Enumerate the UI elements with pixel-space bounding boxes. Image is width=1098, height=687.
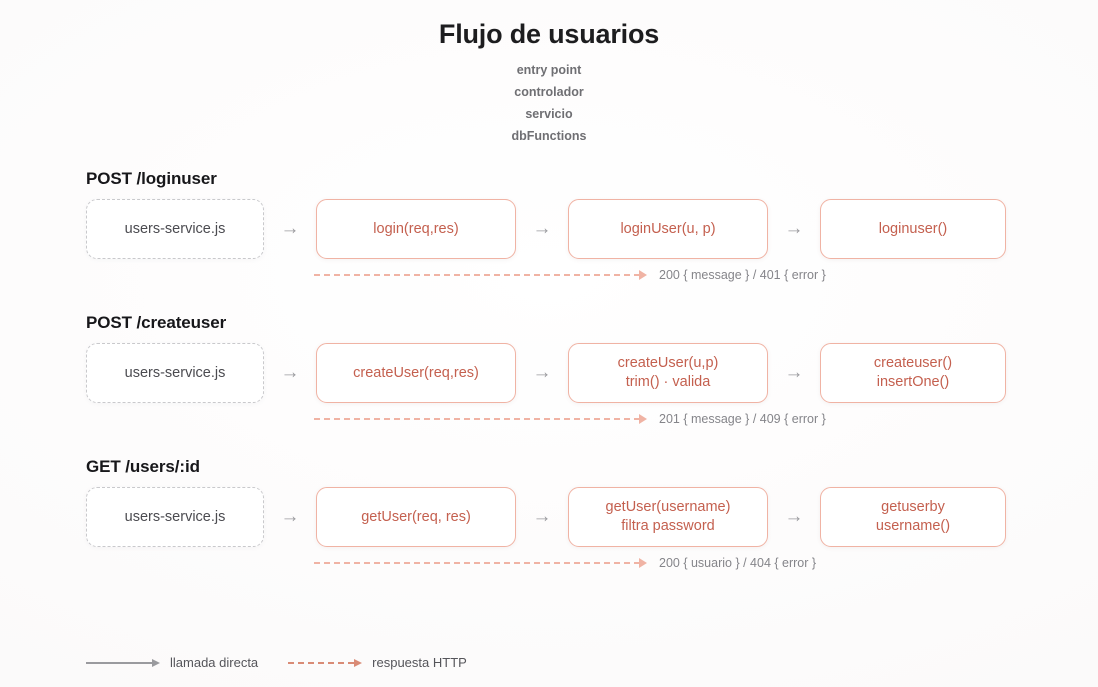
response-arrow-group: 200 { message } / 401 { error } <box>86 268 1098 282</box>
flow-heading: POST /loginuser <box>86 168 217 188</box>
legend-label: respuesta HTTP <box>372 655 467 670</box>
dashed-arrow-icon <box>288 658 363 668</box>
node-service[interactable]: loginUser(u, p) <box>568 198 768 259</box>
node-controller[interactable]: getUser(req, res) <box>316 486 516 547</box>
arrowhead <box>354 658 363 667</box>
node-sublabel: username() <box>875 517 951 534</box>
node-sublabel: filtra password <box>621 517 715 534</box>
node-label: users-service.js <box>124 508 226 525</box>
arrow-right-icon: → <box>532 218 552 240</box>
arrow-right-icon: → <box>784 218 804 240</box>
layer-legend: entry point controlador servicio dbFunct… <box>0 62 1098 145</box>
flow-nodes: users-service.js → getUser(req, res) → g… <box>86 486 1098 547</box>
response-dashed-arrow-icon <box>314 557 647 568</box>
dash-segment <box>314 561 640 564</box>
node-controller[interactable]: createUser(req,res) <box>316 342 516 403</box>
flow-heading: POST /createuser <box>86 312 227 332</box>
arrowhead <box>152 658 160 667</box>
arrow-right-icon: → <box>784 362 804 384</box>
response-label: 200 { message } / 401 { error } <box>659 267 826 282</box>
diagram-legend: llamada directa respuesta HTTP <box>86 655 467 670</box>
dash-segment <box>314 417 640 420</box>
arrow-right-icon: → <box>532 506 552 528</box>
response-arrow-group: 200 { usuario } / 404 { error } <box>86 556 1098 570</box>
legend-item-http-response: respuesta HTTP <box>288 655 467 670</box>
node-controller[interactable]: login(req,res) <box>316 198 516 259</box>
node-label: loginuser() <box>878 220 948 237</box>
flow-row: GET /users/:id users-service.js → getUse… <box>86 457 1098 570</box>
response-label: 201 { message } / 409 { error } <box>659 411 826 426</box>
response-label: 200 { usuario } / 404 { error } <box>659 555 817 570</box>
node-label: users-service.js <box>124 220 226 237</box>
arrow-right-icon: → <box>280 218 300 240</box>
layer-label-servicio: servicio <box>525 107 573 122</box>
node-label: createUser(req,res) <box>353 364 479 381</box>
node-entry-point[interactable]: users-service.js <box>86 198 264 259</box>
diagram-header: Flujo de usuarios entry point controlado… <box>0 0 1098 145</box>
node-dbfunction[interactable]: createuser() insertOne() <box>820 342 1006 403</box>
node-entry-point[interactable]: users-service.js <box>86 342 264 403</box>
node-dbfunction[interactable]: getuserby username() <box>820 486 1006 547</box>
flow-nodes: users-service.js → login(req,res) → logi… <box>86 198 1098 259</box>
node-sublabel: insertOne() <box>876 373 950 390</box>
node-service[interactable]: createUser(u,p) trim() · valida <box>568 342 768 403</box>
solid-arrow-icon <box>86 658 160 668</box>
flow-row: POST /loginuser users-service.js → login… <box>86 169 1098 282</box>
response-dashed-arrow-icon <box>314 269 647 280</box>
arrowhead <box>639 269 647 280</box>
flow-list: POST /loginuser users-service.js → login… <box>0 169 1098 570</box>
node-label: createUser(u,p) <box>617 355 719 372</box>
arrow-right-icon: → <box>280 506 300 528</box>
flow-nodes: users-service.js → createUser(req,res) →… <box>86 342 1098 403</box>
dash-segment <box>314 273 640 276</box>
node-label: getUser(username) <box>605 499 731 516</box>
node-label: createuser() <box>873 355 953 372</box>
node-label: getUser(req, res) <box>361 508 471 525</box>
node-service[interactable]: getUser(username) filtra password <box>568 486 768 547</box>
arrow-right-icon: → <box>280 362 300 384</box>
layer-label-entry-point: entry point <box>516 63 582 78</box>
node-sublabel: trim() · valida <box>625 373 711 390</box>
flow-row: POST /createuser users-service.js → crea… <box>86 313 1098 426</box>
arrow-right-icon: → <box>784 506 804 528</box>
node-dbfunction[interactable]: loginuser() <box>820 198 1006 259</box>
layer-label-controlador: controlador <box>514 85 584 100</box>
arrow-right-icon: → <box>532 362 552 384</box>
flow-heading: GET /users/:id <box>86 456 200 476</box>
legend-label: llamada directa <box>170 655 259 670</box>
node-label: getuserby <box>881 499 945 516</box>
response-dashed-arrow-icon <box>314 413 647 424</box>
arrowhead <box>639 413 647 424</box>
dashed-line <box>288 661 355 664</box>
page-title: Flujo de usuarios <box>438 19 660 49</box>
node-label: loginUser(u, p) <box>620 220 716 237</box>
arrowhead <box>639 557 647 568</box>
response-arrow-group: 201 { message } / 409 { error } <box>86 412 1098 426</box>
layer-label-dbfunctions: dbFunctions <box>511 129 587 144</box>
legend-item-direct-call: llamada directa <box>86 655 258 670</box>
node-label: users-service.js <box>124 364 226 381</box>
node-label: login(req,res) <box>373 220 459 237</box>
solid-line <box>86 661 152 664</box>
node-entry-point[interactable]: users-service.js <box>86 486 264 547</box>
